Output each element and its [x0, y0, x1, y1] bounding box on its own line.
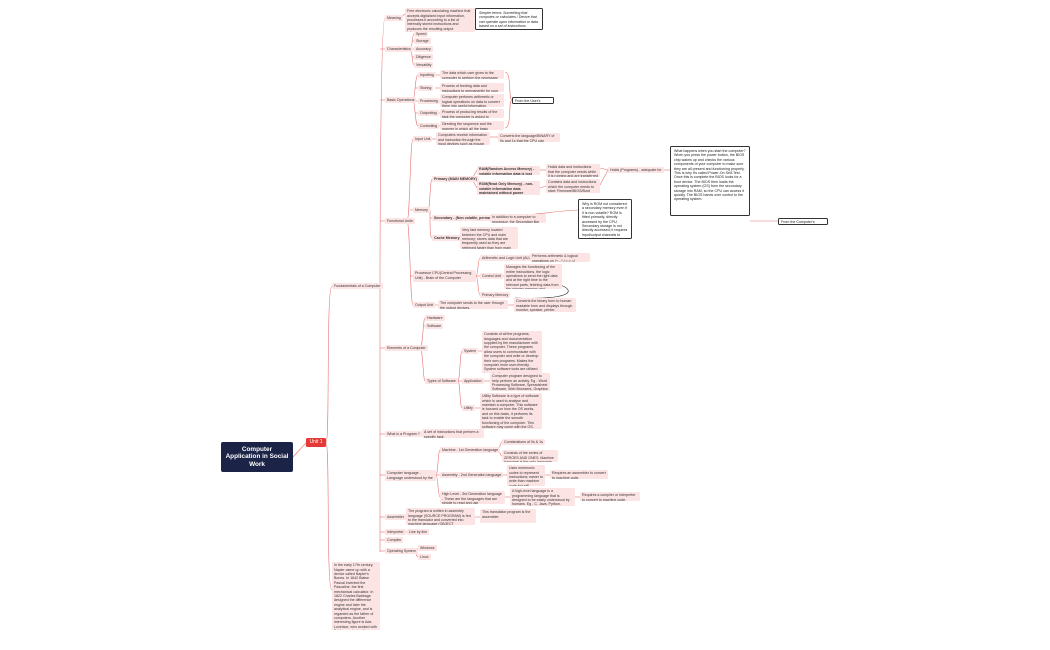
compiler-node[interactable]: Compiler — [385, 537, 404, 544]
characteristics-node[interactable]: Characteristics — [385, 46, 413, 53]
cache-memory-text: Very fast memory located between the CPU… — [460, 227, 518, 249]
types-of-software-node[interactable]: Types of Software — [425, 378, 458, 385]
os-windows[interactable]: Windows — [418, 545, 437, 552]
characteristic-accuracy[interactable]: Accuracy — [414, 46, 433, 53]
os-linux[interactable]: Linux — [418, 554, 431, 561]
meaning-note: Simpler terms: Something that computes o… — [475, 8, 543, 30]
application-software-node[interactable]: Application — [462, 378, 484, 385]
meaning-text: Free electronic calculating machine that… — [405, 8, 475, 32]
output-unit-text: The computer sends to the user through t… — [438, 300, 508, 309]
assembly-language-a: Uses mnemonic codes to represent instruc… — [507, 465, 545, 486]
rom-detail: Contains data and instructions which the… — [546, 179, 600, 193]
root-title: Computer Application in Social Work — [225, 445, 289, 468]
basic-operations-node[interactable]: Basic Operations — [385, 97, 417, 104]
functional-units-node[interactable]: Functional Units — [385, 218, 415, 225]
utility-software-text: Utility Software is a type of software w… — [480, 393, 542, 429]
cache-memory-node[interactable]: Cache Memory — [432, 235, 462, 242]
operation-inputting-text: The data which user gives to the compute… — [440, 70, 504, 79]
control-unit-node[interactable]: Control Unit — [480, 273, 503, 280]
operation-storing-text: Process of feeding data and instructions… — [440, 83, 504, 92]
assembly-language-b: Requires an assembler to convert to mach… — [550, 470, 608, 479]
startup-explanation: What happens when you start the computer… — [670, 146, 750, 216]
assembler-detail: This translation program is the assemble… — [480, 509, 536, 523]
input-unit-node[interactable]: Input Unit — [413, 136, 433, 143]
machine-language-b: Consists of the series of ZEROES AND ONE… — [502, 450, 558, 462]
memory-node[interactable]: Memory — [413, 207, 430, 214]
operation-processing[interactable]: Processing — [418, 98, 440, 105]
high-level-language-b: Requires a compiler or interpreter to co… — [580, 492, 640, 501]
hardware-node[interactable]: Hardware — [425, 315, 445, 322]
control-unit-text: Manages the functioning of the entire in… — [504, 264, 562, 289]
assembler-node[interactable]: Assembler — [385, 514, 406, 521]
system-software-node[interactable]: System — [462, 348, 478, 355]
primary-memory-link: Holds (Programs) - adequate for current.… — [608, 167, 664, 173]
application-software-text: Computer program designed to help perfor… — [490, 373, 550, 391]
alu-node[interactable]: Arithmetic and Logic Unit (ALU) — [480, 255, 535, 262]
elements-node[interactable]: Elements of a Computer — [385, 345, 428, 352]
operation-processing-text: Computer performs arithmetic or logical … — [440, 94, 504, 107]
secondary-memory-text: In addition to a computer to processor, … — [490, 214, 546, 223]
ram-detail: Holds data and instructions that the com… — [546, 164, 600, 177]
output-unit-node[interactable]: Output Unit — [413, 302, 436, 309]
assembler-text: The program is written in assembly langu… — [406, 508, 475, 525]
characteristic-diligence[interactable]: Diligence — [414, 54, 433, 61]
primary-memory-node[interactable]: Primary (MAIN MEMORY) — [432, 176, 479, 183]
meaning-node[interactable]: Meaning — [385, 15, 403, 22]
input-unit-text: Computers receive information and instru… — [436, 132, 490, 145]
alu-text: Performs arithmetic & logical operations… — [530, 253, 590, 262]
program-node[interactable]: What is a Program ? — [385, 431, 422, 438]
ram-node[interactable]: RAM(Random Access Memory) - volatile inf… — [477, 166, 540, 175]
root-topic[interactable]: Computer Application in Social Work — [221, 442, 293, 472]
characteristic-speed[interactable]: Speed — [414, 31, 429, 38]
output-unit-detail: Converts the binary form to human readab… — [514, 298, 576, 312]
cpu-node[interactable]: Processor CPU(Central Processing Unit) -… — [413, 270, 476, 282]
secondary-memory-node[interactable]: Secondary - (Non volatile, permanent) — [432, 215, 501, 222]
characteristic-storage[interactable]: Storage — [414, 38, 431, 45]
history-text: In the early 17th century, Napier came u… — [332, 562, 380, 630]
rom-node[interactable]: ROM(Read Only Memory) - non-volatile inf… — [477, 181, 540, 195]
operation-outputting-text: Process of producing results of the task… — [440, 109, 504, 118]
operation-outputting[interactable]: Outputting — [418, 110, 439, 117]
high-level-language-node[interactable]: High Level - 3rd Generation language - T… — [440, 491, 505, 504]
software-node[interactable]: Software — [425, 323, 444, 330]
utility-software-node[interactable]: Utility — [462, 405, 475, 412]
languages-node[interactable]: Computer language - Language understood … — [385, 470, 436, 481]
system-software-text: Consists of all the programs, languages … — [482, 331, 542, 373]
rom-question-note: Why is ROM not considered a secondary me… — [578, 199, 632, 239]
interpreter-text: Line by line — [407, 529, 430, 536]
input-unit-detail: Converts the language/BINARY of 0s and 1… — [498, 133, 560, 142]
operation-controlling[interactable]: Controlling — [418, 123, 440, 130]
machine-language-node[interactable]: Machine - 1st Generation language — [440, 447, 501, 454]
fundamentals-node[interactable]: Fundamentals of a Computer — [332, 283, 383, 290]
operation-storing[interactable]: Storing — [418, 85, 434, 92]
operation-controlling-text: Directing the sequence and the manner in… — [440, 121, 504, 130]
interpreter-node[interactable]: Interpreter — [385, 529, 406, 536]
user-perspective-label: From the User's Perspective — [512, 97, 554, 104]
high-level-language-a: A high-level language is a programming l… — [510, 488, 575, 506]
cpu-primary-memory-node[interactable]: Primary Memory — [480, 292, 511, 299]
program-text: A set of instructions that perform a spe… — [422, 429, 484, 438]
characteristic-versatility[interactable]: Versatility — [414, 62, 434, 69]
assembly-language-node[interactable]: Assembly - 2nd Generation language — [440, 472, 504, 479]
operation-inputting[interactable]: Inputting — [418, 72, 436, 79]
unit-node[interactable]: Unit 1 — [306, 438, 326, 447]
machine-language-a: Combinations of 0s & 1s — [502, 439, 545, 446]
computer-perspective-label: From the Computer's Perspective — [778, 218, 828, 225]
operating-system-node[interactable]: Operating System — [385, 548, 418, 555]
